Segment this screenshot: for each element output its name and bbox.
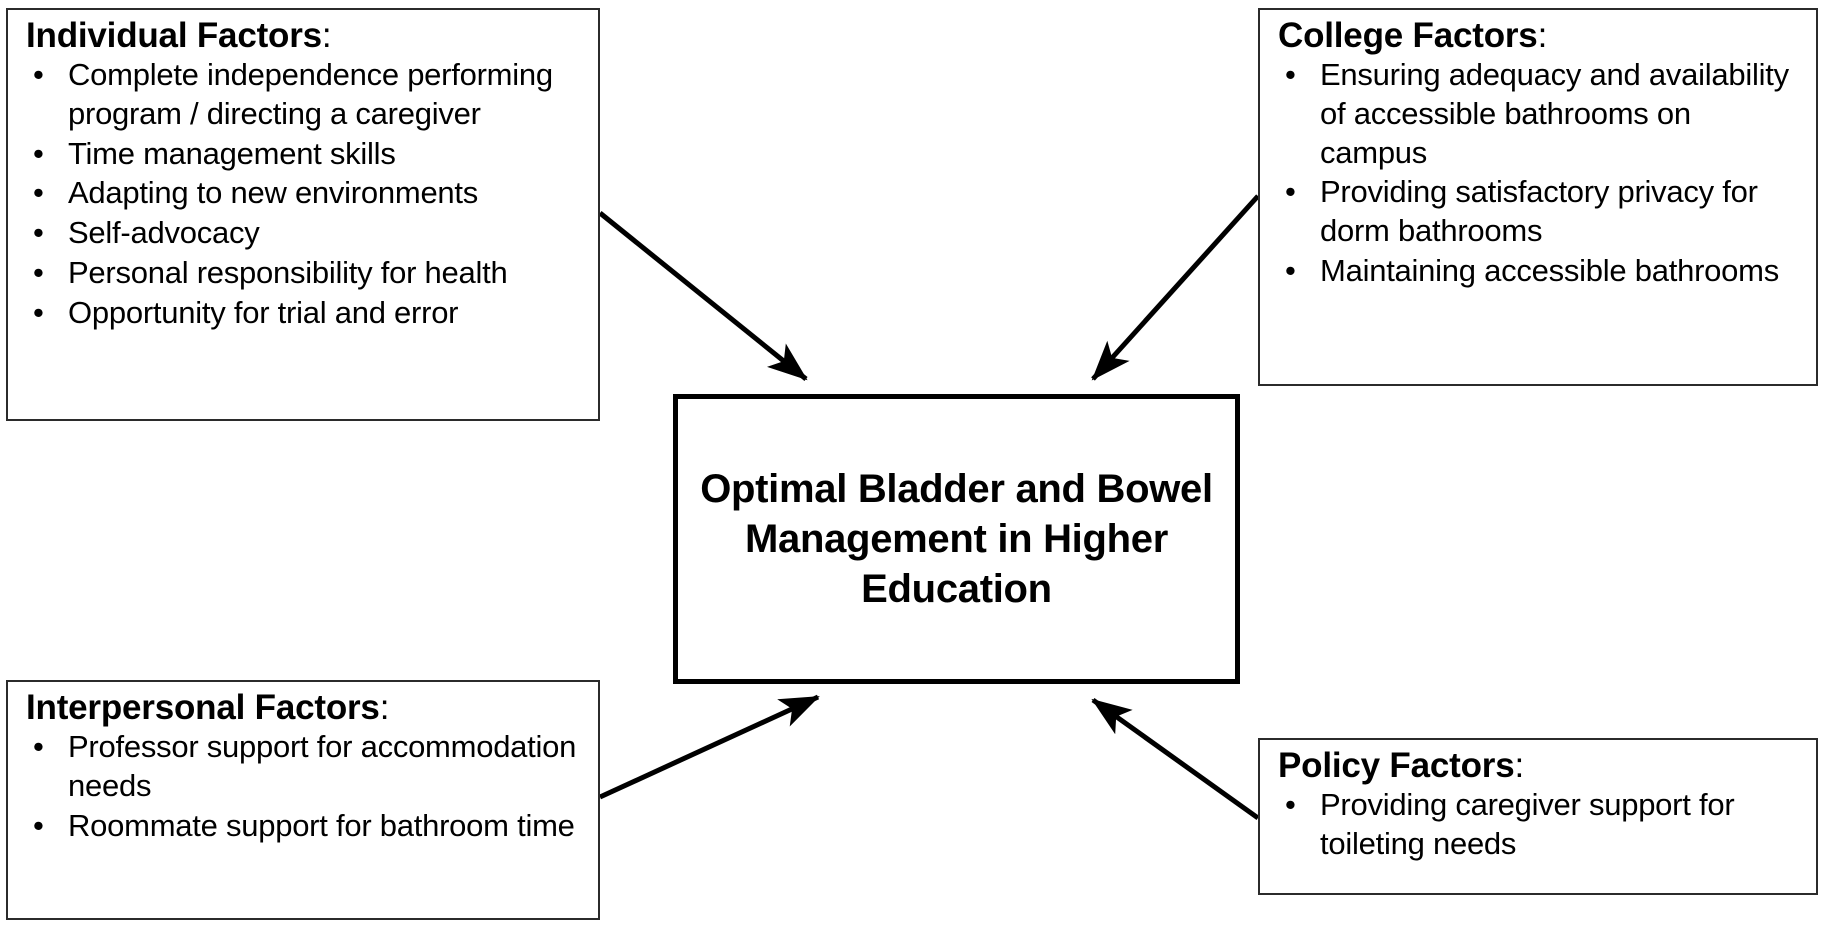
list-item: • Roommate support for bathroom time <box>20 807 588 846</box>
list-item-label: Ensuring adequacy and availability of ac… <box>1320 57 1789 170</box>
bullet-icon: • <box>1285 787 1296 823</box>
bullet-list-college: • Ensuring adequacy and availability of a… <box>1272 56 1806 291</box>
arrow-college-to-center <box>1091 194 1260 381</box>
list-item: • Professor support for accommodation nee… <box>20 728 588 806</box>
center-box-title: Optimal Bladder and Bowel Management in … <box>700 467 1213 611</box>
bullet-icon: • <box>33 729 44 765</box>
bullet-list-individual: • Complete independence performing progra… <box>20 56 588 332</box>
box-title-colon: : <box>1537 16 1548 55</box>
box-title-colon: : <box>379 688 390 727</box>
factor-box-policy: Policy Factors: • Providing caregiver sup… <box>1258 738 1818 895</box>
bullet-icon: • <box>1285 57 1296 93</box>
list-item: • Adapting to new environments <box>20 174 588 213</box>
list-item: • Complete independence performing progra… <box>20 56 588 134</box>
box-title-text: Policy Factors <box>1278 746 1515 785</box>
box-title-interpersonal: Interpersonal Factors: <box>26 688 588 727</box>
list-item: • Self-advocacy <box>20 214 588 253</box>
list-item-label: Roommate support for bathroom time <box>68 807 575 843</box>
bullet-icon: • <box>33 254 44 290</box>
factor-box-individual: Individual Factors: • Complete independen… <box>6 8 600 421</box>
list-item-label: Maintaining accessible bathrooms <box>1320 252 1779 288</box>
list-item-label: Self-advocacy <box>68 215 260 251</box>
box-title-text: College Factors <box>1278 16 1538 55</box>
list-item-label: Providing caregiver support for toiletin… <box>1320 787 1735 861</box>
list-item-label: Opportunity for trial and error <box>68 294 459 330</box>
box-title-colon: : <box>1514 746 1524 785</box>
factor-box-college: College Factors: • Ensuring adequacy and … <box>1258 8 1818 386</box>
list-item-label: Adapting to new environments <box>68 175 479 211</box>
bullet-icon: • <box>33 57 44 93</box>
list-item: • Opportunity for trial and error <box>20 294 588 333</box>
list-item-label: Time management skills <box>68 135 396 171</box>
list-item: • Time management skills <box>20 135 588 174</box>
center-box: Optimal Bladder and Bowel Management in … <box>673 394 1240 684</box>
arrow-individual-to-center <box>598 211 808 381</box>
list-item: • Maintaining accessible bathrooms <box>1272 252 1806 291</box>
box-title-individual: Individual Factors: <box>26 16 588 55</box>
box-title-policy: Policy Factors: <box>1278 746 1806 785</box>
box-title-college: College Factors: <box>1278 16 1806 55</box>
factor-box-interpersonal: Interpersonal Factors: • Professor suppor… <box>6 680 600 920</box>
box-title-text: Individual Factors <box>26 16 322 55</box>
bullet-icon: • <box>1285 252 1296 288</box>
bullet-icon: • <box>33 294 44 330</box>
box-title-colon: : <box>321 16 332 55</box>
list-item-label: Complete independence performing program… <box>68 57 553 131</box>
list-item-label: Personal responsibility for health <box>68 254 508 290</box>
list-item: • Providing satisfactory privacy for dorm… <box>1272 173 1806 251</box>
bullet-icon: • <box>33 135 44 171</box>
bullet-icon: • <box>33 807 44 843</box>
arrow-policy-to-center <box>1091 697 1260 821</box>
bullet-list-policy: • Providing caregiver support for toileti… <box>1272 786 1806 864</box>
box-title-text: Interpersonal Factors <box>26 688 380 727</box>
bullet-list-interpersonal: • Professor support for accommodation nee… <box>20 728 588 845</box>
bullet-icon: • <box>33 215 44 251</box>
list-item-label: Providing satisfactory privacy for dorm … <box>1320 174 1758 249</box>
list-item: • Ensuring adequacy and availability of a… <box>1272 56 1806 172</box>
bullet-icon: • <box>1285 174 1296 210</box>
bullet-icon: • <box>33 175 44 211</box>
arrow-interpersonal-to-center <box>598 694 820 800</box>
list-item-label: Professor support for accommodation need… <box>68 729 577 803</box>
list-item: • Personal responsibility for health <box>20 254 588 293</box>
list-item: • Providing caregiver support for toileti… <box>1272 786 1806 864</box>
